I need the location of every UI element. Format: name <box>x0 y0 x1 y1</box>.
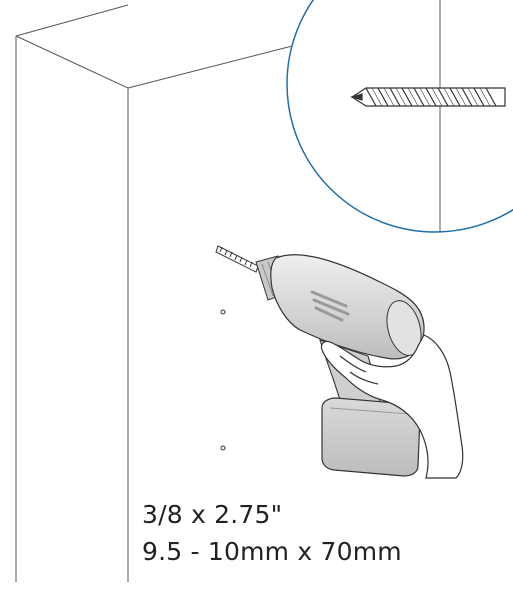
drill-bit-icon <box>349 87 506 107</box>
pilot-hole-lower <box>220 445 226 451</box>
drill-bit <box>215 245 259 273</box>
panel-top-left-edge <box>15 35 129 89</box>
panel-top-front-edge <box>127 43 301 89</box>
bit-size-metric: 9.5 - 10mm x 70mm <box>142 537 402 566</box>
cordless-drill-icon <box>215 245 425 477</box>
hand-icon <box>320 334 464 479</box>
pilot-hole-upper <box>220 309 226 315</box>
callout-magnifier <box>286 0 513 233</box>
drill-body <box>270 254 425 360</box>
bit-size-imperial: 3/8 x 2.75" <box>142 500 283 529</box>
cabinet-panel <box>15 4 301 582</box>
panel-top-back-edge <box>15 4 129 37</box>
drill-battery <box>321 397 421 477</box>
drill-end-cap <box>386 300 422 356</box>
